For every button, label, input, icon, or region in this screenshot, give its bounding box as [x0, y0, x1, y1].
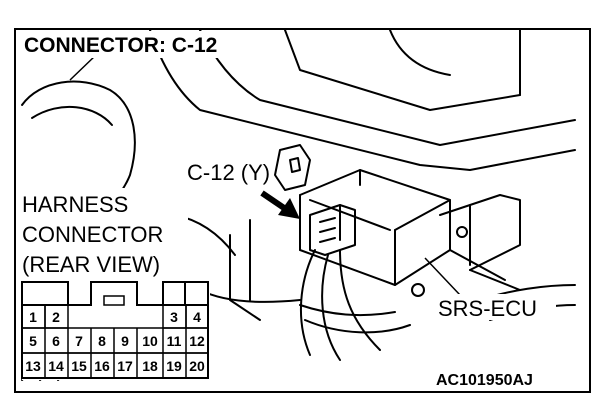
pin-1: 1	[29, 309, 37, 325]
connector-callout-label: C-12 (Y)	[187, 160, 270, 185]
ecu-label-box	[436, 294, 556, 320]
pin-9: 9	[121, 333, 129, 349]
leader-lines	[69, 54, 461, 296]
pin-14: 14	[48, 358, 64, 374]
figure-code: AC101950AJ	[436, 372, 533, 389]
callout-box	[184, 160, 274, 184]
harness-label-box	[20, 188, 188, 278]
pin-3: 3	[170, 309, 178, 325]
pin-20: 20	[189, 358, 205, 374]
pin-11: 11	[167, 333, 182, 349]
ecu-label: SRS-ECU	[438, 296, 537, 321]
pin-18: 18	[142, 358, 158, 374]
pin-13: 13	[25, 358, 41, 374]
pin-7: 7	[75, 333, 83, 349]
pin-19: 19	[166, 358, 182, 374]
pin-15: 15	[71, 358, 87, 374]
connector-pin-layout: 1 2 3 4 5 6 7 8 9 10 11 12 13 14 15 16 1…	[21, 281, 210, 380]
pin-16: 16	[94, 358, 110, 374]
pin-12: 12	[189, 333, 205, 349]
diagram-title: CONNECTOR: C-12	[24, 34, 217, 57]
pin-17: 17	[117, 358, 133, 374]
harness-label-line-2: CONNECTOR	[22, 222, 163, 247]
pin-2: 2	[52, 309, 60, 325]
pin-8: 8	[98, 333, 106, 349]
pin-5: 5	[29, 333, 37, 349]
pin-4: 4	[193, 309, 201, 325]
title-box	[17, 31, 251, 58]
title-leader-line	[69, 54, 97, 81]
harness-label-line-3: (REAR VIEW)	[22, 252, 160, 277]
callout-arrow	[260, 190, 300, 219]
ecu-leader-line	[424, 257, 461, 296]
harness-label-line-1: HARNESS	[22, 192, 128, 217]
pin-10: 10	[142, 333, 158, 349]
pin-6: 6	[52, 333, 60, 349]
